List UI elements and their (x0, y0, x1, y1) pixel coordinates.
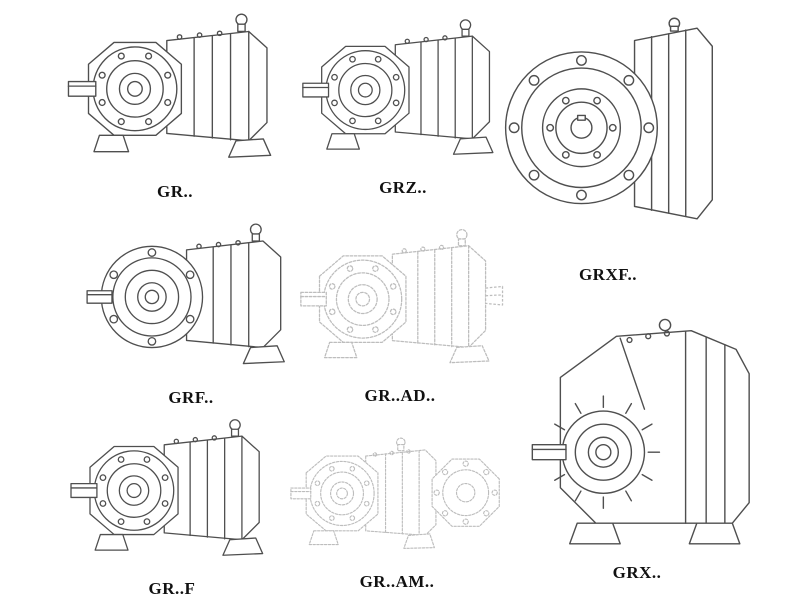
gearbox-label-gr-am: GR..AM.. (359, 572, 435, 591)
large-foot-mounted-gear-unit-drawing (506, 312, 768, 555)
gearbox-label-grx: GRX.. (612, 563, 662, 582)
gearbox-figure-gr-f: GR..F (64, 412, 280, 599)
foot-mounted-gear-unit-drawing (296, 12, 510, 175)
gearbox-figure-gr: GR.. (60, 6, 290, 202)
gearbox-label-gr: GR.. (157, 182, 193, 201)
gearbox-label-grxf: GRXF.. (578, 265, 638, 284)
gearbox-label-gr-f: GR..F (148, 579, 196, 598)
gearbox-label-grf: GRF.. (168, 388, 214, 407)
flange-front-gear-unit-drawing (494, 14, 722, 251)
gear-unit-with-motor-flange-drawing-faded (286, 424, 508, 569)
gearbox-label-gr-ad: GR..AD.. (364, 386, 436, 405)
gearbox-figure-grf: GRF.. (80, 216, 302, 408)
foot-mounted-gear-unit-drawing (64, 412, 280, 576)
foot-mounted-gear-unit-drawing (61, 6, 289, 179)
gearbox-figure-gr-am: GR..AM.. (286, 424, 508, 592)
gearbox-figure-grz: GRZ.. (296, 12, 510, 198)
gearbox-figure-grxf: GRXF.. (494, 14, 722, 285)
gearbox-figure-grx: GRX.. (506, 312, 768, 583)
gearbox-figure-gr-ad: GR..AD.. (294, 222, 506, 406)
gear-unit-with-adapter-drawing-faded (294, 222, 504, 383)
flange-mounted-gear-unit-drawing (80, 216, 302, 385)
gearbox-label-grz: GRZ.. (379, 178, 427, 197)
